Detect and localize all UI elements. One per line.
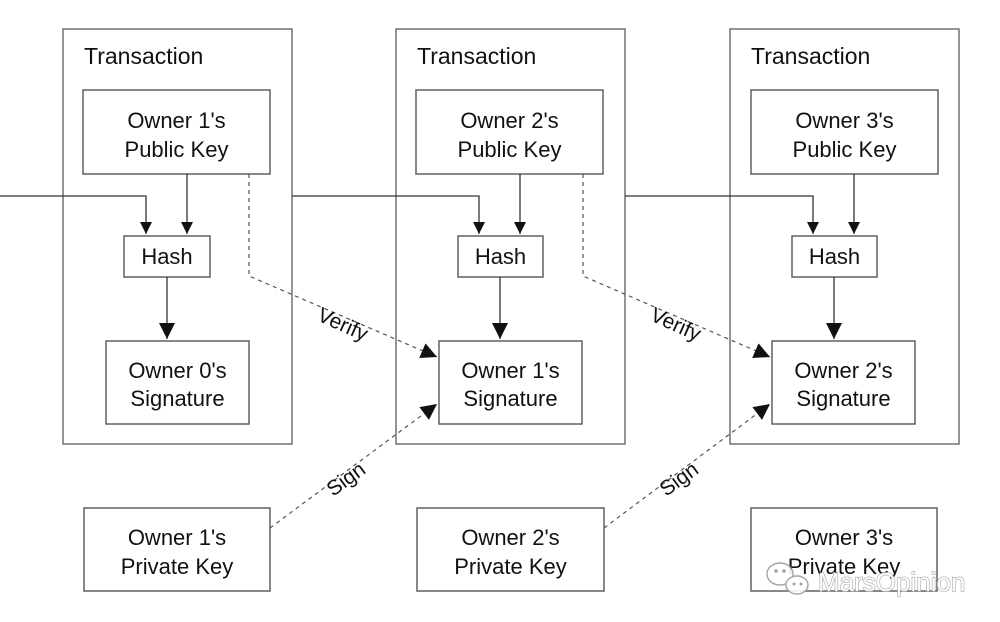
transaction-3-signature-line-1: Owner 2's — [794, 358, 892, 383]
transaction-1-hash-box: Hash — [123, 235, 211, 278]
private-key-1-box: Owner 1's Private Key — [83, 507, 271, 592]
transaction-3-public-key-line-2: Public Key — [793, 137, 897, 162]
transaction-2-signature-line-1: Owner 1's — [461, 358, 559, 383]
sign-label-1: Sign — [322, 458, 370, 501]
transaction-2-hash-box: Hash — [457, 235, 544, 278]
sign-edge-2 — [603, 403, 771, 529]
transaction-1-signature-line-1: Owner 0's — [128, 358, 226, 383]
transaction-2-public-key-line-2: Public Key — [458, 137, 562, 162]
transaction-1-signature-line-2: Signature — [130, 386, 224, 411]
sign-label-2: Sign — [655, 458, 703, 501]
transaction-3-hash-box: Hash — [791, 235, 878, 278]
private-key-3-line-1: Owner 3's — [795, 525, 893, 550]
transaction-3-public-key-box: Owner 3's Public Key — [750, 89, 939, 175]
transaction-3-signature-line-2: Signature — [796, 386, 890, 411]
private-key-1-line-1: Owner 1's — [128, 525, 226, 550]
private-key-2-line-2: Private Key — [454, 554, 567, 579]
verify-edge-2 — [582, 174, 771, 358]
transaction-1-hash-label: Hash — [141, 244, 192, 269]
transaction-1: Transaction Owner 1's Public Key Hash Ow… — [62, 28, 293, 445]
chain-edge-tx2-to-tx3 — [625, 195, 819, 234]
sign-edge-1 — [269, 403, 438, 529]
transaction-2-signature-line-2: Signature — [463, 386, 557, 411]
private-key-3-line-2: Private Key — [788, 554, 901, 579]
transaction-3-public-key-line-1: Owner 3's — [795, 108, 893, 133]
transaction-2-hash-label: Hash — [475, 244, 526, 269]
wechat-icon — [766, 562, 809, 595]
chain-edge-tx1-to-tx2 — [292, 195, 485, 234]
private-key-2-line-1: Owner 2's — [461, 525, 559, 550]
watermark-text: MarsOpinion — [818, 567, 965, 597]
transaction-2: Transaction Owner 2's Public Key Hash Ow… — [395, 28, 626, 445]
transaction-1-public-key-box: Owner 1's Public Key — [82, 89, 271, 175]
transaction-2-public-key-line-1: Owner 2's — [460, 108, 558, 133]
verify-label-1: Verify — [314, 304, 372, 347]
private-key-2-box: Owner 2's Private Key — [416, 507, 605, 592]
transaction-3-title: Transaction — [751, 43, 870, 69]
transaction-1-public-key-line-2: Public Key — [125, 137, 229, 162]
transaction-1-signature-box: Owner 0's Signature — [105, 340, 250, 425]
transaction-3: Transaction Owner 3's Public Key Hash Ow… — [729, 28, 960, 445]
watermark: MarsOpinion — [766, 562, 966, 598]
transaction-3-hash-label: Hash — [809, 244, 860, 269]
chain-edge-incoming — [0, 195, 152, 234]
transaction-1-public-key-line-1: Owner 1's — [127, 108, 225, 133]
verify-label-2: Verify — [647, 304, 705, 347]
private-key-1-line-2: Private Key — [121, 554, 234, 579]
verify-edge-1 — [248, 174, 438, 359]
transaction-2-public-key-box: Owner 2's Public Key — [415, 89, 604, 175]
transaction-3-signature-box: Owner 2's Signature — [771, 340, 916, 425]
transaction-2-signature-box: Owner 1's Signature — [438, 340, 583, 425]
transaction-2-title: Transaction — [417, 43, 536, 69]
transaction-1-title: Transaction — [84, 43, 203, 69]
